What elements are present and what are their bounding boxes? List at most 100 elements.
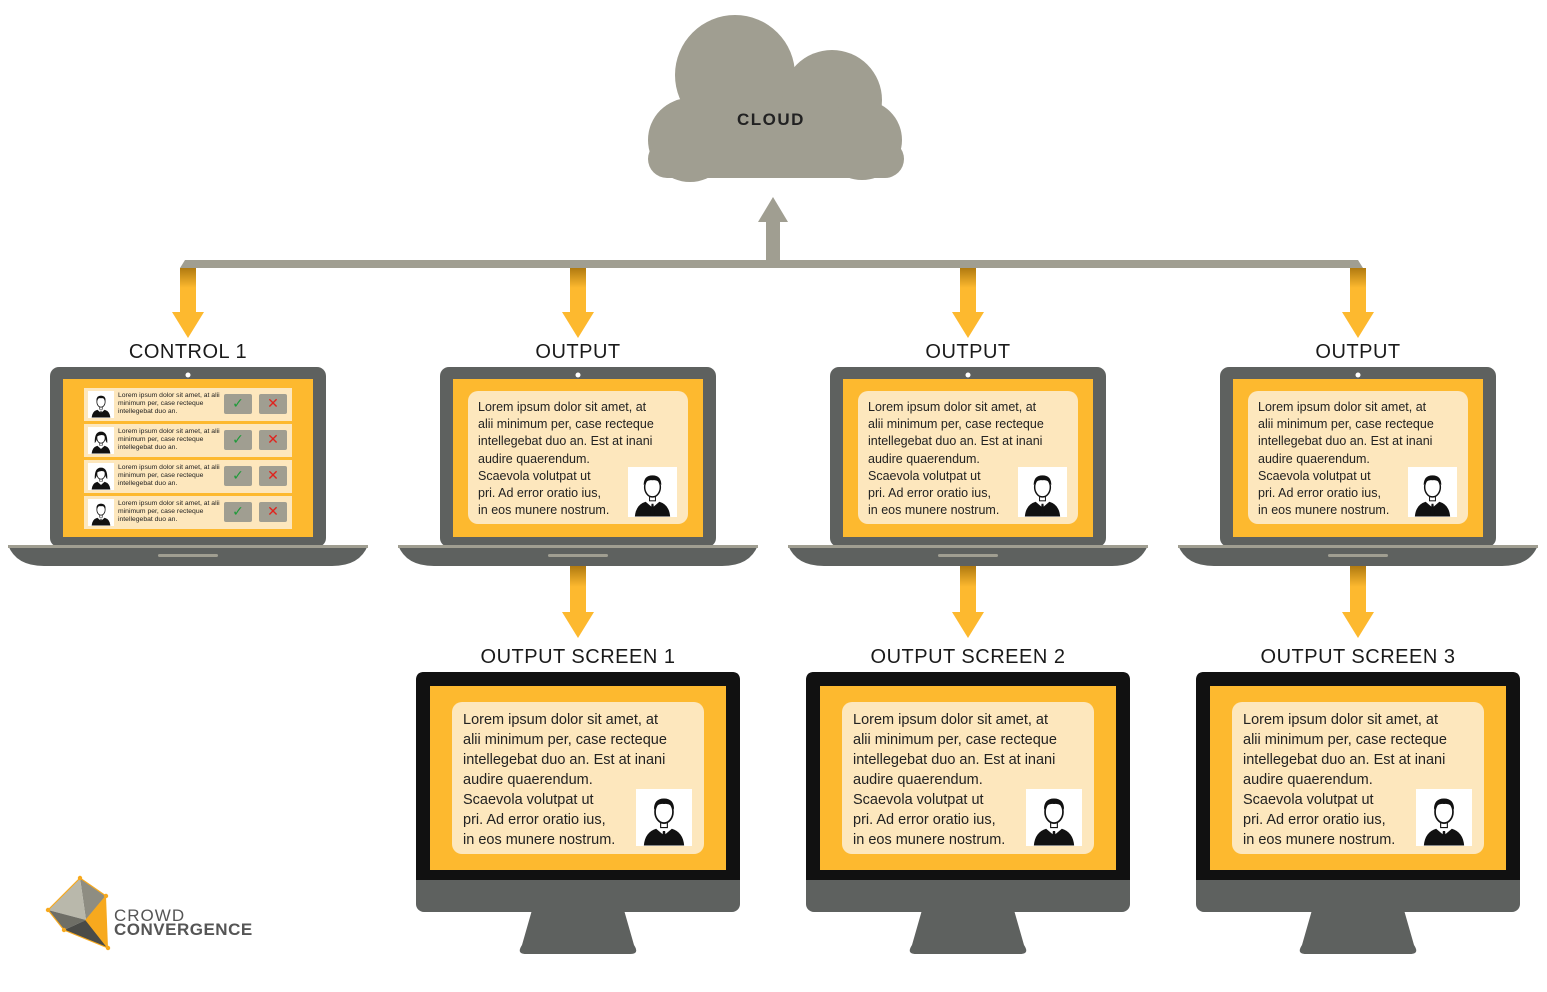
message-line: alii minimum per, case recteque: [478, 417, 654, 432]
message-line: audire quaerendum.: [463, 772, 593, 788]
avatar-woman-icon: [88, 463, 114, 490]
moderation-row: Lorem ipsum dolor sit amet, at alii mini…: [84, 460, 292, 493]
message-line: pri. Ad error oratio ius,: [1258, 486, 1381, 501]
screen-arrows: [562, 566, 1374, 638]
message-line: audire quaerendum.: [853, 772, 983, 788]
checkmark-icon: ✓: [232, 468, 244, 484]
moderation-row-text: Lorem ipsum dolor sit amet, at alii mini…: [118, 500, 220, 523]
message-line: in eos munere nostrum.: [1258, 503, 1390, 518]
message-line: Lorem ipsum dolor sit amet, at: [463, 712, 659, 728]
output-label-2: OUTPUT: [925, 341, 1011, 363]
arrow-to-output-1: [562, 268, 594, 338]
message-line: intellegebat duo an. Est at inani: [478, 434, 653, 449]
avatar-man-icon: [88, 499, 114, 526]
reject-button[interactable]: ✕: [259, 466, 287, 486]
message-line: intellegebat duo an. Est at inani: [853, 752, 1056, 768]
message-line: alii minimum per, case recteque: [463, 732, 667, 748]
message-line: intellegebat duo an. Est at inani: [868, 434, 1043, 449]
message-line: pri. Ad error oratio ius,: [1243, 812, 1386, 828]
arrow-to-control: [172, 268, 204, 338]
message-line: Scaevola volutpat ut: [868, 468, 981, 483]
message-line: intellegebat duo an. Est at inani: [463, 752, 666, 768]
avatar-man-icon: [1026, 789, 1082, 846]
moderation-row: Lorem ipsum dolor sit amet, at alii mini…: [84, 424, 292, 457]
message-line: in eos munere nostrum.: [1243, 832, 1396, 848]
avatar-man-icon: [1018, 467, 1067, 517]
arrow-to-screen-1: [562, 566, 594, 638]
checkmark-icon: ✓: [232, 432, 244, 448]
avatar-man-icon: [636, 789, 692, 846]
approve-button[interactable]: ✓: [224, 502, 252, 522]
message-line: pri. Ad error oratio ius,: [853, 812, 996, 828]
message-line: in eos munere nostrum.: [853, 832, 1006, 848]
output-label-1: OUTPUT: [535, 341, 621, 363]
message-line: alii minimum per, case recteque: [868, 417, 1044, 432]
reject-button[interactable]: ✕: [259, 430, 287, 450]
message-line: alii minimum per, case recteque: [853, 732, 1057, 748]
cloud-icon: [648, 15, 904, 182]
arrow-to-screen-2: [952, 566, 984, 638]
message-line: Scaevola volutpat ut: [478, 468, 591, 483]
moderation-row: Lorem ipsum dolor sit amet, at alii mini…: [84, 496, 292, 529]
checkmark-icon: ✓: [232, 396, 244, 412]
message-text: Lorem ipsum dolor sit amet, at alii minim…: [868, 399, 1044, 519]
message-line: Scaevola volutpat ut: [1243, 792, 1374, 808]
avatar-woman-icon: [88, 427, 114, 454]
reject-button[interactable]: ✕: [259, 394, 287, 414]
moderation-row-text: Lorem ipsum dolor sit amet, at alii mini…: [118, 392, 220, 415]
close-icon: ✕: [267, 468, 279, 484]
logo-text-crowd: CROWD: [114, 906, 186, 925]
message-line: Lorem ipsum dolor sit amet, at: [868, 400, 1037, 414]
output-screen-label-3: OUTPUT SCREEN 3: [1260, 646, 1456, 668]
approve-button[interactable]: ✓: [224, 394, 252, 414]
moderation-row: Lorem ipsum dolor sit amet, at alii mini…: [84, 388, 292, 421]
approve-button[interactable]: ✓: [224, 430, 252, 450]
crowd-convergence-logo-icon: [45, 875, 111, 951]
control-label: CONTROL 1: [128, 341, 248, 363]
message-line: Scaevola volutpat ut: [463, 792, 594, 808]
arrow-to-screen-3: [1342, 566, 1374, 638]
moderation-row-text: Lorem ipsum dolor sit amet, at alii mini…: [118, 428, 220, 451]
close-icon: ✕: [267, 432, 279, 448]
laptop-message-card-3: Lorem ipsum dolor sit amet, at alii minim…: [1248, 391, 1468, 524]
message-line: audire quaerendum.: [1243, 772, 1373, 788]
message-line: Lorem ipsum dolor sit amet, at: [1243, 712, 1439, 728]
output-screen-label-2: OUTPUT SCREEN 2: [870, 646, 1066, 668]
close-icon: ✕: [267, 396, 279, 412]
cloud-label: CLOUD: [737, 110, 805, 129]
logo-text-convergence: CONVERGENCE: [114, 920, 253, 939]
reject-button[interactable]: ✕: [259, 502, 287, 522]
avatar-man-icon: [88, 391, 114, 418]
output-screen-label-1: OUTPUT SCREEN 1: [480, 646, 676, 668]
message-line: Lorem ipsum dolor sit amet, at: [853, 712, 1049, 728]
message-line: Lorem ipsum dolor sit amet, at: [1258, 400, 1427, 414]
uplink-arrow: [758, 197, 788, 262]
laptop-message-card-1: Lorem ipsum dolor sit amet, at alii minim…: [468, 391, 688, 524]
message-text: Lorem ipsum dolor sit amet, at alii minim…: [1243, 710, 1447, 850]
bus-arrows: [172, 268, 1374, 338]
message-line: in eos munere nostrum.: [463, 832, 616, 848]
message-line: Lorem ipsum dolor sit amet, at: [478, 400, 647, 414]
message-line: audire quaerendum.: [1258, 451, 1370, 466]
message-line: alii minimum per, case recteque: [1258, 417, 1434, 432]
message-text: Lorem ipsum dolor sit amet, at alii minim…: [478, 399, 654, 519]
screen-message-card-2: Lorem ipsum dolor sit amet, at alii minim…: [842, 702, 1094, 854]
message-line: intellegebat duo an. Est at inani: [1243, 752, 1446, 768]
avatar-man-icon: [1416, 789, 1472, 846]
output-label-3: OUTPUT: [1315, 341, 1401, 363]
approve-button[interactable]: ✓: [224, 466, 252, 486]
message-line: intellegebat duo an. Est at inani: [1258, 434, 1433, 449]
laptop-message-card-2: Lorem ipsum dolor sit amet, at alii minim…: [858, 391, 1078, 524]
message-line: Scaevola volutpat ut: [853, 792, 984, 808]
message-line: in eos munere nostrum.: [478, 503, 610, 518]
message-line: audire quaerendum.: [478, 451, 590, 466]
avatar-man-icon: [628, 467, 677, 517]
message-text: Lorem ipsum dolor sit amet, at alii minim…: [463, 710, 667, 850]
network-bus: [180, 260, 1363, 268]
checkmark-icon: ✓: [232, 504, 244, 520]
message-line: pri. Ad error oratio ius,: [478, 486, 601, 501]
arrow-to-output-2: [952, 268, 984, 338]
message-line: alii minimum per, case recteque: [1243, 732, 1447, 748]
message-text: Lorem ipsum dolor sit amet, at alii minim…: [853, 710, 1057, 850]
close-icon: ✕: [267, 504, 279, 520]
